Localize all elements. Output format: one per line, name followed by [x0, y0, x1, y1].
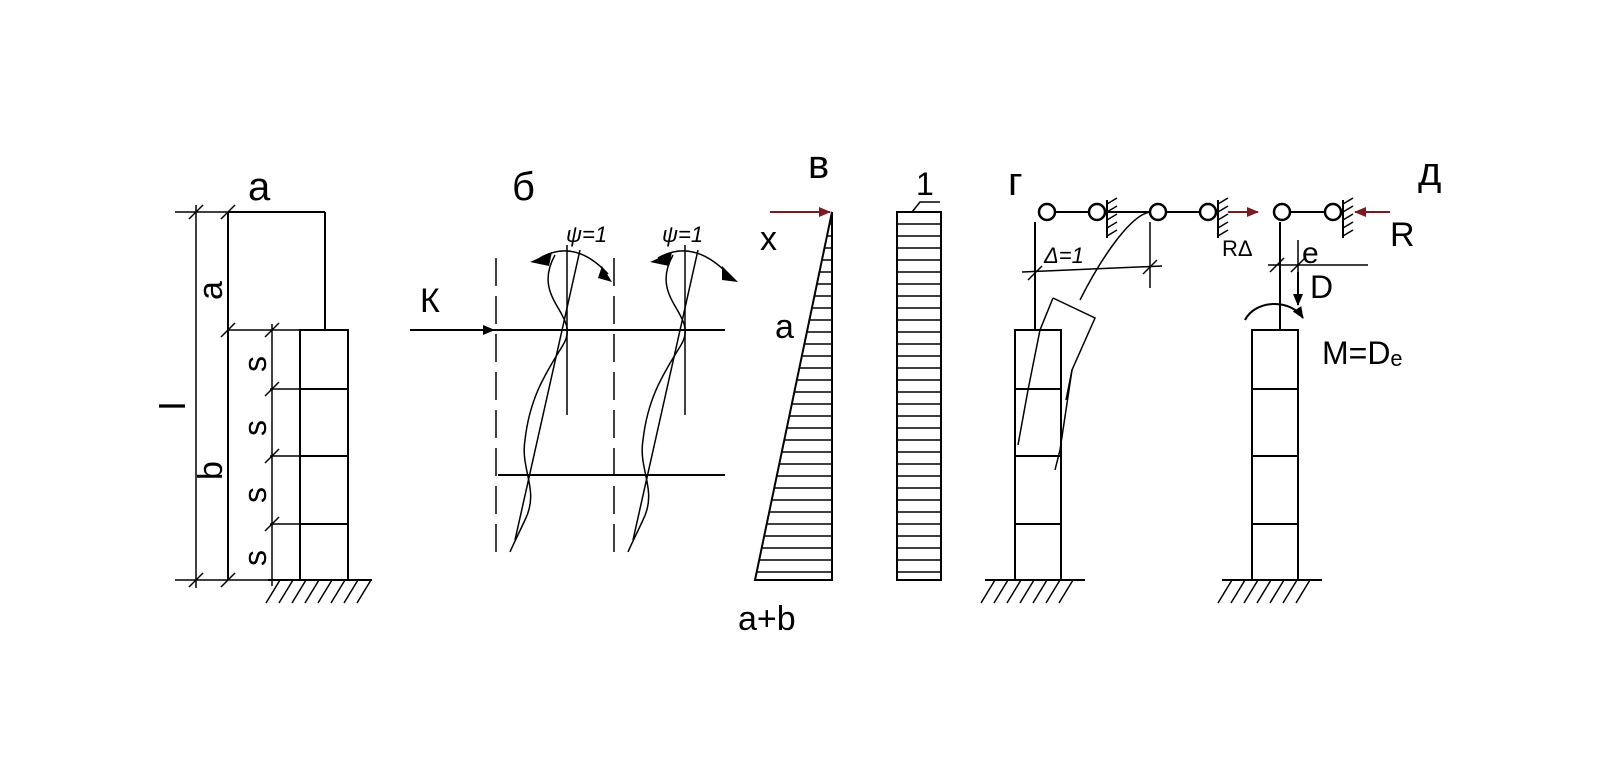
psi-label-left: ψ=1 [566, 222, 607, 247]
panel-d-label: д [1418, 150, 1441, 194]
reaction-label-r: R [1390, 216, 1415, 254]
dimension-label-a: a [192, 281, 230, 300]
fixed-support-d [1217, 579, 1322, 604]
delta-dimension [1021, 222, 1163, 288]
dimension-label-l: l [152, 402, 193, 410]
uniform-diagram [896, 211, 942, 581]
eccentricity-label: e [1302, 237, 1319, 270]
hinge-g-1 [1037, 202, 1057, 222]
fixed-support-g [980, 579, 1085, 604]
panel-d: д R e D M=Dₑ [1217, 150, 1441, 604]
panel-v: в x a a+b 1 [738, 143, 942, 638]
panel-v-label: в [808, 143, 829, 187]
panel-g: г [980, 160, 1259, 604]
triangular-diagram [753, 211, 833, 581]
panel-b-label: б [512, 165, 535, 209]
x-label: x [760, 220, 777, 258]
deflection-curve-left: ψ=1 [509, 222, 612, 553]
reaction-label-r-delta: RΔ [1222, 236, 1253, 261]
segment-label-s-2: s [237, 420, 273, 436]
diagram-label-a: a [775, 308, 794, 346]
column-stack-g [1014, 222, 1062, 581]
hinge-g-4 [1198, 202, 1218, 222]
panel-g-label: г [1008, 160, 1023, 204]
deflection-curve-right: ψ=1 [627, 222, 738, 553]
moment-arrow [1244, 303, 1304, 321]
delta-label: Δ=1 [1043, 243, 1084, 268]
segment-label-s-1: s [237, 356, 273, 372]
diagram-label-a-plus-b: a+b [738, 600, 796, 638]
hatched-support-g-2 [1217, 197, 1229, 238]
hinge-g-3 [1148, 202, 1168, 222]
hinge-d-1 [1272, 202, 1292, 222]
segment-label-s-3: s [237, 487, 273, 503]
hatched-support-d [1342, 197, 1354, 238]
uniform-label-1: 1 [916, 166, 934, 202]
panel-b: б К ψ=1 ψ=1 [410, 165, 738, 555]
eccentricity-dimension [1268, 240, 1368, 273]
hatched-support-g-1 [1106, 197, 1118, 238]
deformed-column-g [1017, 211, 1151, 471]
dimension-label-b: b [192, 461, 230, 480]
moment-label: M=Dₑ [1322, 335, 1402, 371]
force-label-d: D [1310, 269, 1333, 305]
panel-a-label: а [248, 165, 271, 209]
hinge-d-2 [1323, 202, 1343, 222]
upper-column [227, 211, 326, 580]
force-label-k: К [420, 282, 440, 320]
column-stack-d [1251, 222, 1299, 581]
segment-label-s-4: s [237, 550, 273, 566]
fixed-support-a [265, 579, 372, 604]
panel-a: а [152, 165, 372, 604]
psi-label-right: ψ=1 [662, 222, 703, 247]
hinge-g-2 [1087, 202, 1107, 222]
